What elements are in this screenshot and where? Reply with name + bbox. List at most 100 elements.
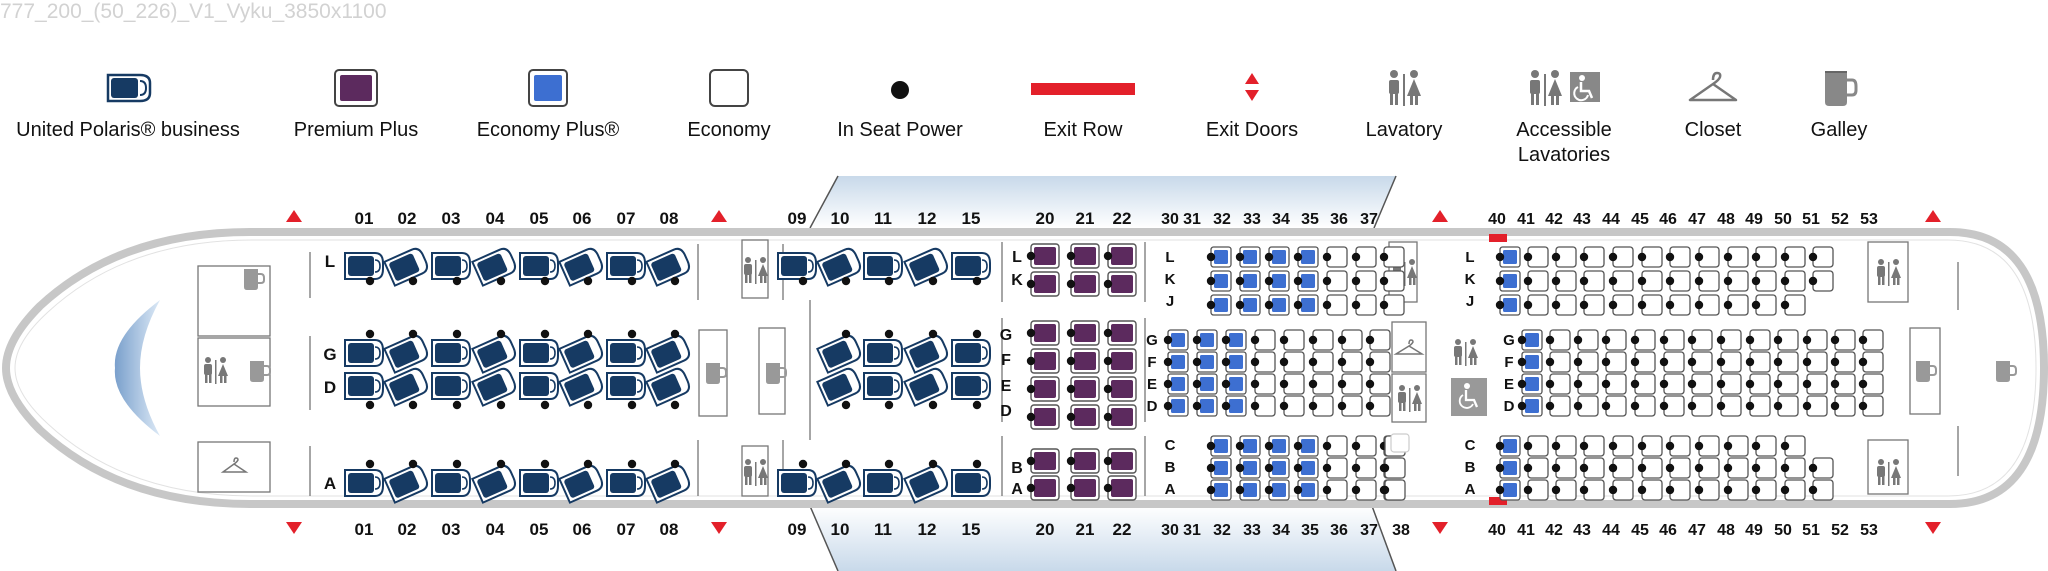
seat-polaris[interactable] <box>606 372 646 400</box>
power-dot <box>1573 335 1583 345</box>
power-dot <box>1802 401 1812 411</box>
power-dot <box>1351 463 1361 473</box>
power-dot <box>1830 357 1840 367</box>
power-dot <box>452 276 462 286</box>
power-dot <box>1517 379 1527 389</box>
seat-polaris[interactable] <box>519 339 559 367</box>
seat-polaris[interactable] <box>951 339 991 367</box>
seat-letter[interactable]: D <box>1000 403 1012 420</box>
power-dot <box>1780 276 1790 286</box>
seat-letter[interactable]: A <box>324 474 336 493</box>
power-dot <box>1026 483 1036 493</box>
seat-letter[interactable]: A <box>1465 481 1476 498</box>
seat-letter[interactable]: L <box>1465 249 1474 266</box>
seat-letter[interactable]: D <box>1504 398 1515 415</box>
seat-polaris[interactable] <box>863 372 903 400</box>
seat-letter[interactable]: G <box>1146 332 1158 349</box>
seat-polaris[interactable] <box>863 252 903 280</box>
seat-letter[interactable]: E <box>1147 376 1157 393</box>
seat-polaris[interactable] <box>951 469 991 497</box>
seat-letter[interactable]: F <box>1001 352 1011 369</box>
seat-polaris[interactable] <box>344 372 384 400</box>
row-number: 21 <box>1076 209 1095 228</box>
seat-letter[interactable]: K <box>1465 271 1476 288</box>
power-dot <box>928 400 938 410</box>
seat-letter[interactable]: D <box>1147 398 1158 415</box>
power-dot <box>1066 279 1076 289</box>
power-dot <box>1751 252 1761 262</box>
seat-polaris[interactable] <box>951 252 991 280</box>
seat-polaris[interactable] <box>344 339 384 367</box>
power-dot <box>1637 441 1647 451</box>
seat-letter[interactable]: F <box>1504 354 1513 371</box>
power-dot <box>452 459 462 469</box>
power-dot <box>1545 335 1555 345</box>
row-number: 34 <box>1272 522 1290 539</box>
seat-letter[interactable]: E <box>1504 376 1514 393</box>
seat-polaris[interactable] <box>863 469 903 497</box>
accessible-lavatory-icon <box>1451 378 1487 416</box>
seat-polaris[interactable] <box>777 469 817 497</box>
legend-label: Premium Plus <box>293 119 419 141</box>
seat-letter[interactable]: A <box>1165 481 1176 498</box>
seat-polaris[interactable] <box>344 469 384 497</box>
power-dot <box>627 276 637 286</box>
seat-letter[interactable]: G <box>1503 332 1515 349</box>
seat-letter[interactable]: E <box>1001 378 1012 395</box>
seat-polaris[interactable] <box>951 372 991 400</box>
seat-polaris[interactable] <box>606 469 646 497</box>
seat-letter[interactable]: L <box>1165 249 1174 266</box>
seat-polaris[interactable] <box>431 339 471 367</box>
seat-polaris[interactable] <box>606 252 646 280</box>
seat-polaris[interactable] <box>431 469 471 497</box>
power-dot <box>1608 276 1618 286</box>
seat-letter[interactable]: K <box>1165 271 1176 288</box>
row-number: 07 <box>617 520 636 539</box>
row-number: 40 <box>1488 211 1506 228</box>
seat-polaris[interactable] <box>519 469 559 497</box>
row-number: 06 <box>573 520 592 539</box>
seat-polaris[interactable] <box>519 372 559 400</box>
seat-letter[interactable]: L <box>1012 249 1022 266</box>
power-dot <box>1495 300 1505 310</box>
seat-polaris[interactable] <box>344 252 384 280</box>
seat-letter[interactable]: K <box>1011 272 1023 289</box>
power-dot <box>583 400 593 410</box>
power-dot <box>1802 357 1812 367</box>
seat-letter[interactable]: B <box>1465 459 1476 476</box>
seat-letter[interactable]: D <box>324 378 336 397</box>
seat-letter[interactable]: G <box>1000 327 1012 344</box>
power-dot <box>1365 379 1375 389</box>
seat-polaris[interactable] <box>777 252 817 280</box>
row-number: 32 <box>1213 211 1231 228</box>
seat-letter[interactable]: J <box>1166 293 1174 310</box>
row-number: 36 <box>1330 211 1348 228</box>
power-dot <box>670 276 680 286</box>
seat-polaris[interactable] <box>863 339 903 367</box>
seat-polaris[interactable] <box>606 339 646 367</box>
power-dot <box>1337 335 1347 345</box>
power-dot <box>1694 441 1704 451</box>
seat-letter[interactable]: C <box>1165 437 1176 454</box>
legend-label: Economy <box>687 119 771 141</box>
seat-polaris[interactable] <box>431 372 471 400</box>
power-dot <box>1830 401 1840 411</box>
seat-letter[interactable]: G <box>323 345 336 364</box>
seat-letter[interactable]: C <box>1465 437 1476 454</box>
power-dot <box>1858 379 1868 389</box>
seat-polaris[interactable] <box>519 252 559 280</box>
row-number: 10 <box>831 209 850 228</box>
seat-letter[interactable]: J <box>1466 293 1474 310</box>
power-dot <box>1351 485 1361 495</box>
seat-letter[interactable]: F <box>1147 354 1156 371</box>
power-dot <box>1808 276 1818 286</box>
power-dot <box>928 459 938 469</box>
seat-letter[interactable]: B <box>1011 460 1023 477</box>
seat-letter[interactable]: A <box>1011 481 1023 498</box>
row-number: 12 <box>918 520 937 539</box>
accessible-lavatory-icon <box>1526 62 1602 114</box>
power-dot <box>1026 412 1036 422</box>
seat-polaris[interactable] <box>431 252 471 280</box>
seat-letter[interactable]: B <box>1165 459 1176 476</box>
seat-letter[interactable]: L <box>325 252 335 271</box>
